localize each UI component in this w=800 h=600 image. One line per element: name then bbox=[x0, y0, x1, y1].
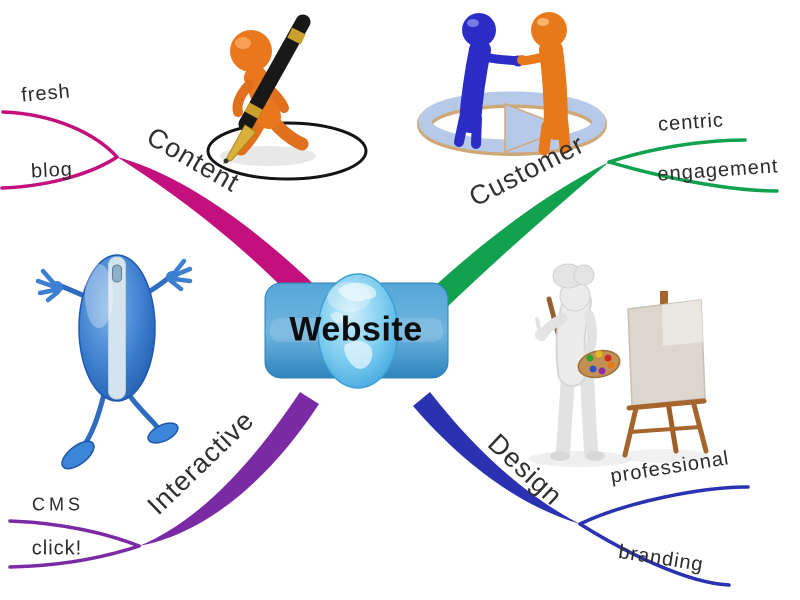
mouse-left-hand bbox=[35, 268, 63, 303]
fountain-pen-icon bbox=[222, 14, 311, 164]
arrowhead-icon bbox=[504, 102, 570, 154]
center-node bbox=[264, 273, 449, 389]
mouse-right-hand bbox=[166, 258, 193, 292]
design-branding-line bbox=[578, 522, 731, 587]
design-main-branch bbox=[413, 392, 580, 524]
drawn-circle-icon bbox=[206, 121, 368, 181]
painter-at-easel-illustration bbox=[528, 263, 710, 467]
content-blog-line bbox=[0, 155, 119, 190]
mouse-left-leg bbox=[80, 391, 107, 450]
mouse-center-stripe bbox=[108, 256, 126, 400]
design-professional-line bbox=[578, 485, 750, 526]
mouse-right-leg bbox=[127, 393, 161, 431]
interactive-click-line bbox=[8, 544, 141, 569]
mouse-left-foot bbox=[61, 440, 95, 470]
branch-interactive bbox=[8, 392, 319, 569]
mouse-character-illustration bbox=[35, 254, 193, 470]
branch-design bbox=[413, 392, 750, 587]
handshake-illustration bbox=[417, 12, 607, 156]
customer-main-branch bbox=[426, 162, 609, 312]
easel bbox=[622, 291, 709, 458]
painter-figure bbox=[535, 263, 605, 461]
content-fresh-line bbox=[1, 110, 119, 159]
customer-centric-line bbox=[607, 138, 747, 164]
interactive-main-branch bbox=[139, 392, 319, 546]
globe-icon bbox=[317, 273, 399, 389]
writer-with-pen-illustration bbox=[206, 14, 368, 181]
blue-figure bbox=[454, 13, 523, 149]
interactive-cms-line bbox=[8, 519, 141, 548]
paint-palette-icon bbox=[577, 349, 621, 379]
branch-customer bbox=[426, 138, 779, 312]
branch-content bbox=[0, 110, 332, 320]
customer-engagement-line bbox=[607, 160, 779, 193]
mouse-scroll-wheel bbox=[112, 264, 122, 283]
content-main-branch bbox=[117, 157, 332, 320]
orange-figure bbox=[513, 12, 571, 156]
mouse-right-foot bbox=[147, 422, 179, 444]
